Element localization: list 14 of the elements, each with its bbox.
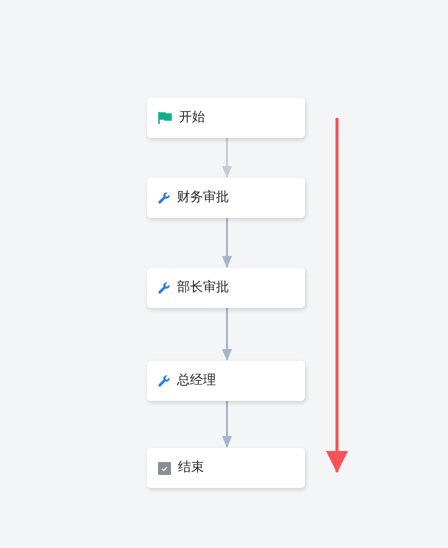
arrow	[222, 218, 232, 268]
step-card	[147, 268, 305, 308]
step-label: 财务审批	[177, 189, 229, 208]
step-label: 总经理	[177, 372, 216, 390]
step-label: 部长审批	[177, 279, 229, 298]
arrow	[222, 308, 232, 361]
step-card	[147, 98, 305, 138]
step-card	[147, 361, 305, 401]
step-label: 结束	[178, 459, 204, 478]
arrow	[222, 138, 232, 178]
step-label: 开始	[179, 109, 205, 128]
step-card	[147, 448, 305, 488]
arrow	[222, 401, 232, 448]
step-card	[147, 178, 305, 218]
